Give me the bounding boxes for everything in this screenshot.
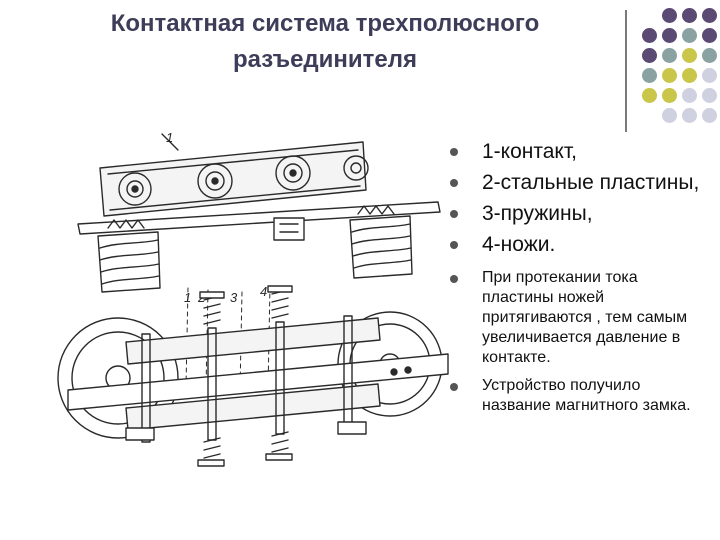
deco-dot bbox=[662, 108, 677, 123]
deco-dot bbox=[702, 88, 717, 103]
deco-dot bbox=[662, 8, 677, 23]
bullet-text: При протекании тока пластины ножей притя… bbox=[482, 269, 688, 366]
deco-dot bbox=[662, 88, 677, 103]
deco-dot bbox=[662, 68, 677, 83]
deco-dot bbox=[702, 28, 717, 43]
decorative-divider bbox=[625, 10, 627, 132]
deco-dot bbox=[702, 68, 717, 83]
bullet-list: 1-контакт, 2-стальные пластины, 3-пружин… bbox=[448, 138, 710, 424]
deco-dot bbox=[642, 28, 657, 43]
bullet-dot-icon bbox=[450, 383, 458, 391]
bullet-item: 4-ножи. bbox=[448, 231, 710, 258]
bullet-dot-icon bbox=[450, 148, 458, 156]
deco-dot bbox=[682, 108, 697, 123]
bullet-text: 4-ножи. bbox=[482, 233, 556, 256]
bullet-dot-icon bbox=[450, 241, 458, 249]
deco-dot bbox=[642, 68, 657, 83]
drawing-label: 1 bbox=[184, 290, 191, 305]
deco-dot bbox=[702, 8, 717, 23]
bullet-item: 2-стальные пластины, bbox=[448, 169, 710, 196]
deco-dot bbox=[702, 48, 717, 63]
deco-dot bbox=[662, 28, 677, 43]
upper-contact-view bbox=[77, 133, 441, 293]
bullet-dot-icon bbox=[450, 210, 458, 218]
bullet-text: 3-пружины, bbox=[482, 202, 593, 225]
deco-dot bbox=[682, 28, 697, 43]
bullet-text: 2-стальные пластины, bbox=[482, 171, 700, 194]
bullet-text: Устройство получило название магнитного … bbox=[482, 377, 691, 414]
deco-dot bbox=[702, 108, 717, 123]
deco-dot bbox=[682, 68, 697, 83]
bullet-item: При протекании тока пластины ножей притя… bbox=[448, 268, 710, 368]
drawing-label: 1 bbox=[166, 130, 173, 145]
title-line-1: Контактная система трехполюсного bbox=[110, 10, 540, 37]
bullet-item: 3-пружины, bbox=[448, 200, 710, 227]
deco-dot bbox=[682, 8, 697, 23]
deco-dot bbox=[682, 88, 697, 103]
bullet-dot-icon bbox=[450, 179, 458, 187]
deco-dot bbox=[662, 48, 677, 63]
deco-dot bbox=[642, 48, 657, 63]
bullet-item: Устройство получило название магнитного … bbox=[448, 376, 710, 416]
deco-dot bbox=[682, 48, 697, 63]
deco-dot bbox=[642, 88, 657, 103]
slide-title: Контактная система трехполюсного разъеди… bbox=[40, 6, 610, 78]
bullet-text: 1-контакт, bbox=[482, 140, 577, 163]
title-line-2: разъединителя bbox=[232, 46, 418, 73]
bullet-item: 1-контакт, bbox=[448, 138, 710, 165]
lower-contact-view bbox=[57, 285, 449, 467]
bullet-dot-icon bbox=[450, 275, 458, 283]
drawing-label: 4 bbox=[260, 284, 267, 299]
decorative-dot-grid bbox=[637, 8, 717, 128]
disconnector-drawing: 1 1 2 3 4 bbox=[57, 130, 449, 467]
drawing-label: 3 bbox=[230, 290, 238, 305]
